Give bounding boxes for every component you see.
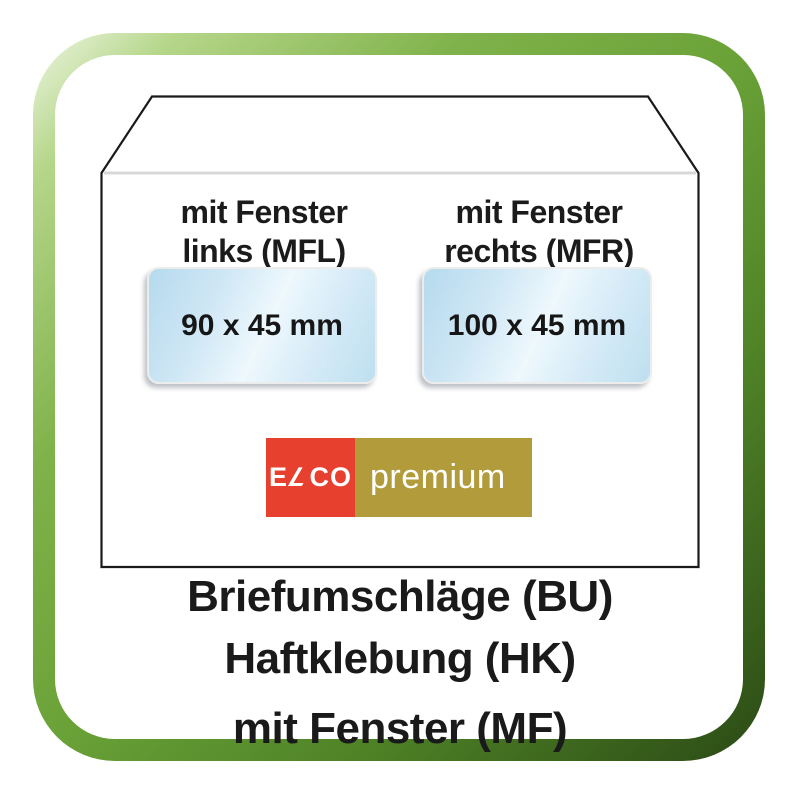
right-window-size-text: 100 x 45 mm	[447, 308, 627, 342]
elco-brand-letters-co: CO	[309, 462, 352, 492]
left-window-label: mit Fenster links (MFL)	[134, 193, 394, 271]
caption-line-briefumschlaege: Briefumschläge (BU)	[187, 572, 613, 621]
right-window-label-line1: mit Fenster	[455, 194, 623, 230]
caption-line-haftklebung: Haftklebung (HK)	[224, 634, 576, 683]
caption-line-mit-fenster: mit Fenster (MF)	[232, 704, 568, 753]
left-window-label-line2: links (MFL)	[182, 233, 346, 269]
product-caption: Briefumschläge (BU) Haftklebung (HK) mit…	[100, 566, 700, 760]
left-window-size-text: 90 x 45 mm	[181, 308, 343, 342]
elco-brand-letter-e: E	[268, 462, 288, 492]
address-window-right: 100 x 45 mm	[422, 267, 652, 384]
premium-wordmark: premium	[370, 458, 506, 496]
envelope-outline-drawing	[100, 95, 700, 569]
elco-logo-gold-panel: premium	[355, 438, 532, 517]
left-window-label-line1: mit Fenster	[180, 194, 348, 230]
envelope-illustration: mit Fenster links (MFL) mit Fenster rech…	[100, 95, 700, 569]
right-window-label: mit Fenster rechts (MFR)	[409, 193, 669, 271]
envelope-body-and-flap-outline	[100, 95, 700, 569]
right-window-label-line2: rechts (MFR)	[444, 233, 634, 269]
address-window-left: 90 x 45 mm	[147, 267, 377, 384]
